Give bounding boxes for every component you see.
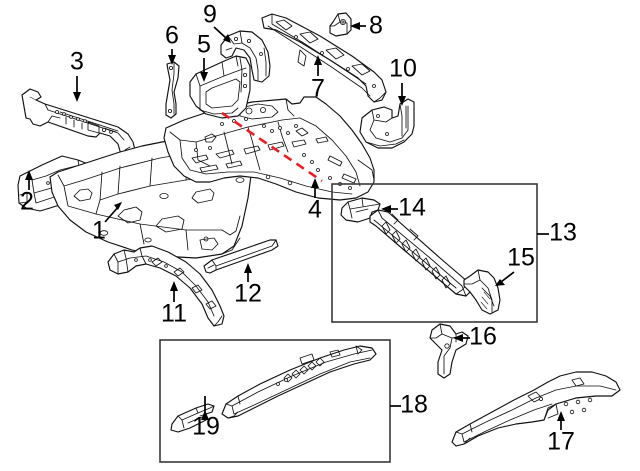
part-17-rear-side-rail-right[interactable] (451, 371, 621, 447)
part-10-rear-suspension-bracket[interactable] (359, 98, 415, 149)
leader-5 (200, 58, 208, 82)
leader-11 (170, 281, 178, 302)
part-9-wheelhouse-brace[interactable] (220, 30, 271, 83)
group-box-13 (331, 183, 538, 323)
callout-label-16[interactable]: 16 (469, 323, 497, 351)
part-15-rocker-rear-bracket[interactable] (463, 269, 501, 315)
callout-label-1[interactable]: 1 (92, 217, 106, 245)
leader-4 (311, 178, 319, 198)
part-6-front-brace[interactable] (165, 61, 180, 119)
callout-label-6[interactable]: 6 (165, 22, 179, 50)
leader-17 (557, 411, 565, 430)
rocker-rail-main[interactable] (369, 209, 473, 297)
leader-6 (168, 49, 176, 65)
selected-part-indicator (221, 111, 323, 183)
callout-label-13[interactable]: 13 (549, 219, 577, 247)
part-8-small-mount-bracket[interactable] (329, 12, 352, 37)
callout-label-7[interactable]: 7 (311, 75, 325, 103)
leader-12 (244, 263, 252, 282)
callout-label-5[interactable]: 5 (197, 31, 211, 59)
callout-label-3[interactable]: 3 (70, 48, 84, 76)
callout-label-14[interactable]: 14 (398, 194, 426, 222)
callout-label-2[interactable]: 2 (20, 188, 34, 216)
callout-label-19[interactable]: 19 (192, 413, 220, 441)
part-11-left-rocker-member[interactable] (107, 245, 225, 327)
part-16-gusset-bracket[interactable] (429, 323, 469, 379)
leader-3 (73, 76, 81, 102)
side-rail-main[interactable] (221, 345, 377, 419)
leader-10 (398, 83, 406, 106)
callout-label-10[interactable]: 10 (389, 55, 417, 83)
callout-label-9[interactable]: 9 (203, 1, 217, 29)
leader-8 (350, 22, 366, 30)
callout-label-11[interactable]: 11 (161, 300, 187, 328)
leader-1 (104, 202, 122, 223)
leader-9 (213, 26, 231, 43)
part-7-rear-crossmember[interactable] (261, 13, 387, 103)
callout-label-4[interactable]: 4 (308, 196, 322, 224)
group-box-18 (159, 339, 391, 463)
callout-label-15[interactable]: 15 (507, 244, 535, 272)
callout-label-8[interactable]: 8 (369, 12, 383, 40)
callout-label-12[interactable]: 12 (234, 280, 262, 308)
part-5-dash-panel-insulator[interactable] (189, 55, 251, 119)
callout-label-17[interactable]: 17 (547, 428, 575, 456)
callout-label-18[interactable]: 18 (400, 391, 428, 419)
leader-14 (381, 205, 398, 213)
leader-7 (314, 55, 322, 76)
part-12-floor-reinforcement-rail[interactable] (203, 239, 279, 274)
leader-2 (25, 170, 33, 190)
leader-15 (495, 271, 515, 286)
leader-19 (201, 396, 209, 420)
leader-16 (453, 334, 470, 342)
